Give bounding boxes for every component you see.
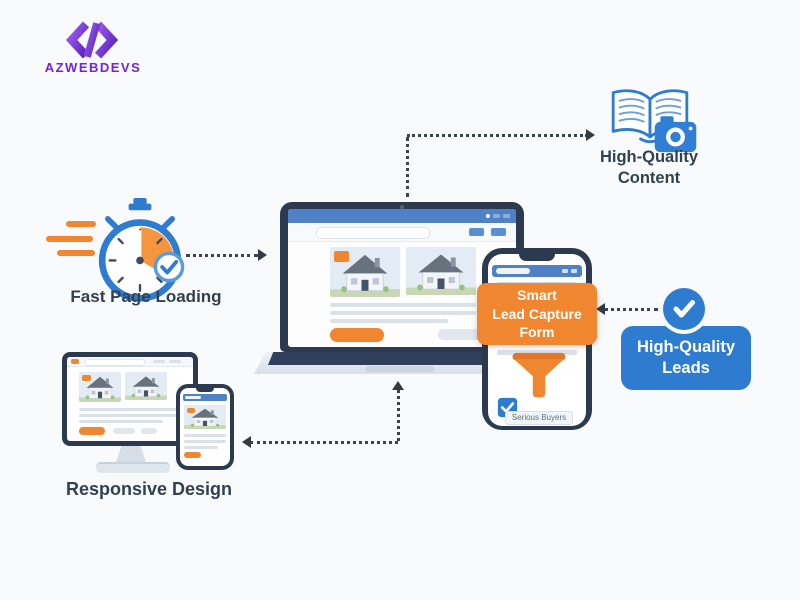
cta-button [330,328,384,342]
small-phone-website [180,388,230,466]
house-photo [125,372,167,400]
connector-fastload-laptop [186,254,258,257]
webcam-dot [400,205,404,209]
fast-loading-label: Fast Page Loading [70,287,222,306]
text-line [79,420,163,423]
nav-button [491,228,506,236]
text-line [330,311,476,315]
laptop-trackpad [365,366,435,372]
phone-notch [196,388,214,392]
cta-button [184,452,201,458]
window-controls [486,214,510,218]
text-line [330,303,476,307]
connector-leads-phone [604,308,658,311]
brand-name: AZWEBDEVS [44,60,142,75]
connector-laptop-content-v [406,137,409,197]
form-label-line1: Smart [517,287,557,304]
text-line [330,319,448,323]
book-camera-icon [611,89,697,153]
site-toolbar [288,223,516,242]
phone-browser-header [492,265,582,277]
arrowhead-left [242,436,251,448]
phone-notch [519,254,555,261]
monitor-stand [116,446,146,462]
speed-line [57,250,95,256]
listing-card [330,247,400,297]
content-label-line2: Content [617,169,681,187]
arrowhead-up [392,381,404,390]
speed-line [66,221,96,227]
secondary-button [438,329,490,340]
text-line [184,434,226,437]
laptop-keyboard [268,352,532,365]
text-line [184,440,226,443]
arrowhead-right [586,129,595,141]
content-label-line1: High-Quality [599,148,699,166]
text-line [79,414,179,417]
connector-laptop-responsive-h [250,441,398,444]
checkmark-badge-icon [663,288,705,330]
monitor-website [67,357,193,441]
speed-line [46,236,93,242]
house-photo [406,247,476,295]
leads-label-line1: High-Quality [636,337,736,356]
mini-nav [153,360,165,363]
monitor-stand-base [96,462,170,473]
mini-toolbar [67,357,193,367]
arrowhead-right [258,249,267,261]
serious-buyers-tag: Serious Buyers [505,411,573,425]
text-line [497,350,577,355]
smart-lead-capture-form-label: Smart Lead Capture Form [477,283,597,345]
browser-header [288,209,516,223]
secondary-button [141,428,157,434]
high-quality-leads-badge: High-Quality Leads [621,326,751,390]
laptop-website [288,209,516,347]
arrowhead-left [596,303,605,315]
form-label-line2: Lead Capture [492,305,582,322]
mini-nav [169,360,181,363]
check-circle-icon [153,251,185,283]
cta-button [79,427,105,435]
listing-card [125,372,167,400]
listing-tag [82,375,91,381]
form-label-line3: Form [519,324,555,341]
connector-laptop-responsive-v [397,390,400,441]
mini-logo-chip [71,359,79,364]
leads-label-line2: Leads [662,359,710,377]
responsive-design-label: Responsive Design [65,479,233,499]
mini-search-bar [85,359,145,366]
listing-card [184,405,226,429]
text-line [79,408,179,411]
text-line [184,446,218,449]
connector-laptop-content-h [407,134,588,137]
code-brackets-icon [65,21,119,59]
brand-logo: AZWEBDEVS [38,18,148,80]
search-bar [316,227,430,239]
mini-phone-header [183,394,227,401]
nav-button [469,228,484,236]
listing-tag [187,408,195,413]
listing-card [406,247,476,295]
secondary-button [113,428,135,434]
listing-card [79,372,121,402]
funnel-icon [512,352,566,398]
listing-tag [334,251,349,262]
